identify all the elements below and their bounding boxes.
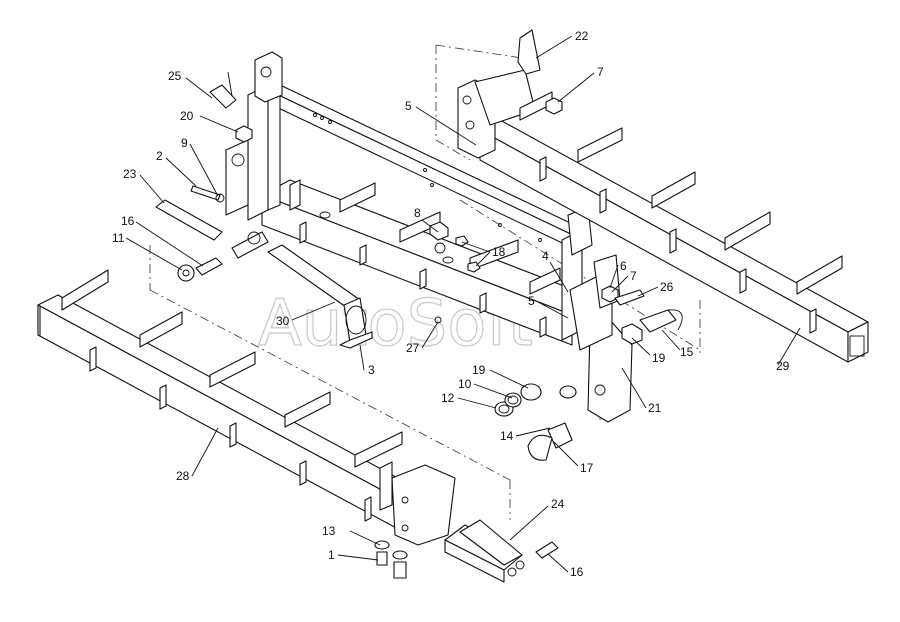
callout-18: 18 xyxy=(492,245,506,259)
callout-labels: 25 20 2 9 23 16 11 30 3 27 8 18 22 7 5 4… xyxy=(112,29,790,579)
callout-20: 20 xyxy=(180,109,194,123)
callout-19-left: 19 xyxy=(472,363,486,377)
callout-27: 27 xyxy=(406,341,420,355)
callout-5: 5 xyxy=(405,99,412,113)
front-frame xyxy=(37,269,456,546)
callout-16-bottom: 16 xyxy=(570,565,584,579)
callout-8: 8 xyxy=(414,206,421,220)
callout-10: 10 xyxy=(458,377,472,391)
main-frame xyxy=(225,51,601,346)
callout-11: 11 xyxy=(112,231,125,245)
callout-1: 1 xyxy=(328,548,335,562)
callout-15: 15 xyxy=(680,345,694,359)
callout-9: 9 xyxy=(181,136,188,150)
callout-7: 7 xyxy=(597,65,604,79)
callout-5-right: 5 xyxy=(528,294,535,308)
small-parts xyxy=(155,29,683,583)
callout-28: 28 xyxy=(176,469,190,483)
callout-6: 6 xyxy=(620,259,627,273)
callout-2: 2 xyxy=(156,149,163,163)
callout-4: 4 xyxy=(542,249,549,263)
callout-23: 23 xyxy=(123,167,137,181)
leader-lines xyxy=(125,35,801,573)
rear-frame xyxy=(457,69,869,363)
callout-19-right: 19 xyxy=(652,351,666,365)
callout-21: 21 xyxy=(648,401,662,415)
callout-14: 14 xyxy=(500,429,514,443)
callout-24: 24 xyxy=(551,497,565,511)
callout-12: 12 xyxy=(441,391,455,405)
callout-25: 25 xyxy=(168,69,182,83)
callout-16: 16 xyxy=(121,214,135,228)
callout-13: 13 xyxy=(322,524,336,538)
callout-7-right: 7 xyxy=(630,269,637,283)
callout-30: 30 xyxy=(276,314,290,328)
callout-26: 26 xyxy=(660,280,674,294)
callout-29: 29 xyxy=(776,359,790,373)
callout-17: 17 xyxy=(580,461,594,475)
callout-22: 22 xyxy=(575,29,589,43)
callout-3: 3 xyxy=(368,363,375,377)
